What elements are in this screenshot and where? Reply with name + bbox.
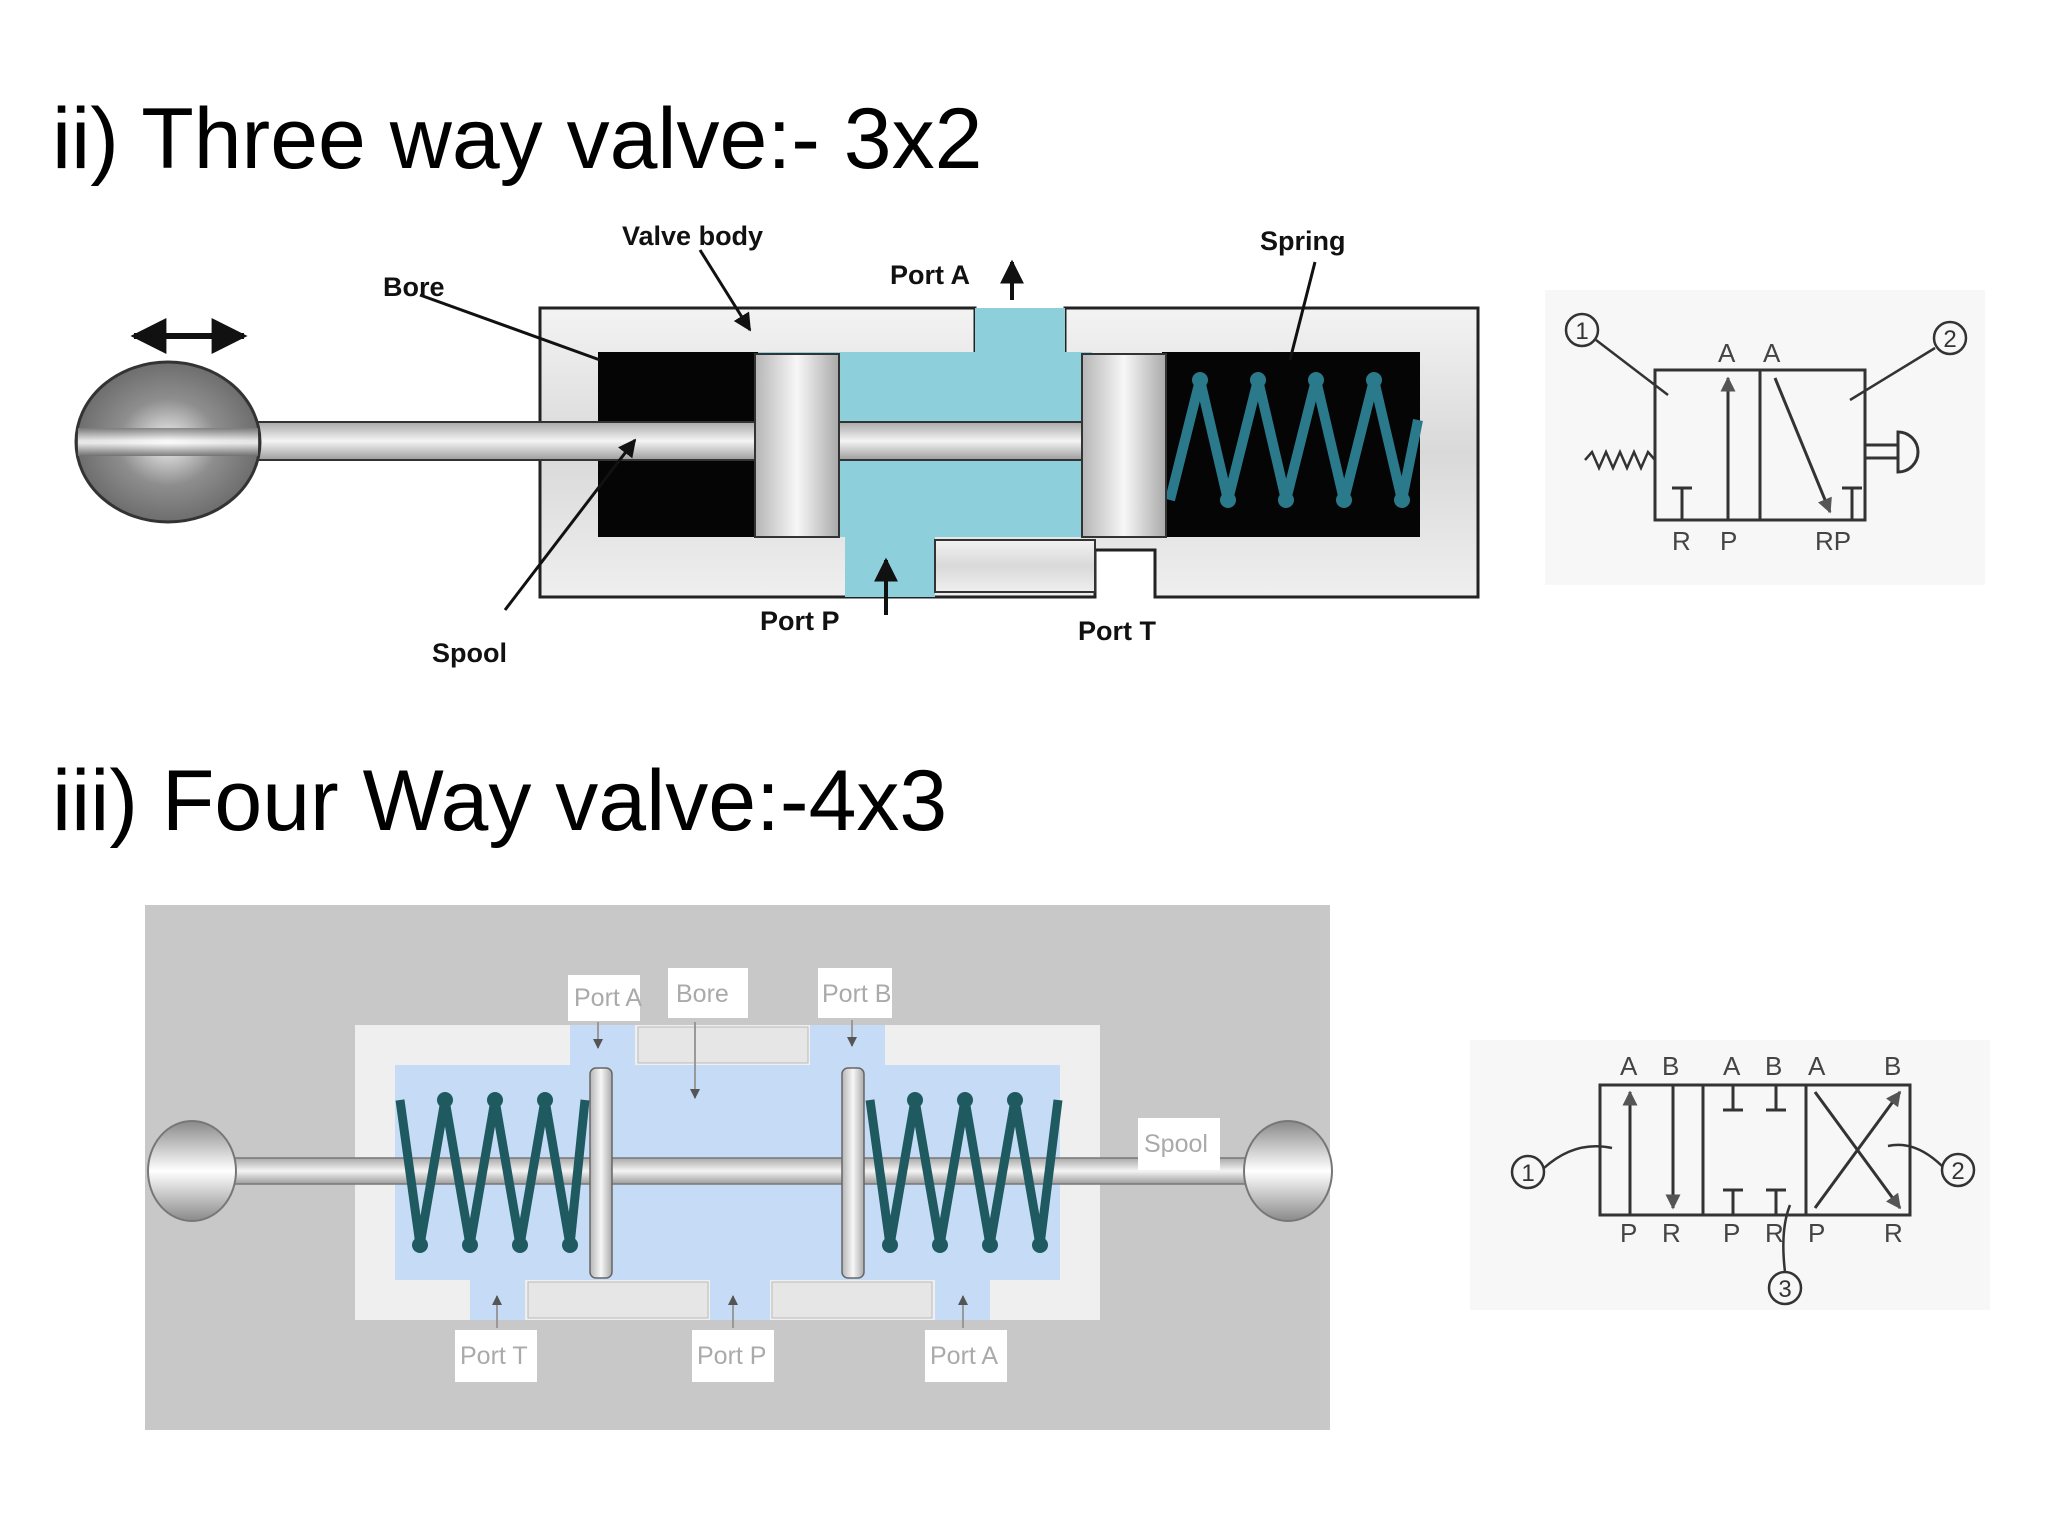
- symbol-number-1: 1: [1575, 318, 1588, 345]
- spring-coil: [1165, 375, 1423, 505]
- symbol-flow-arrow-ap: [1773, 377, 1832, 514]
- four-way-symbol-label-b2: B: [1765, 1051, 1782, 1081]
- symbol-label-a2: A: [1763, 338, 1781, 368]
- four-way-symbol-label-b1: B: [1662, 1051, 1679, 1081]
- four-way-knob-left: [147, 1120, 237, 1222]
- four-way-symbol-label-p2: P: [1723, 1218, 1740, 1248]
- four-way-symbol-box: [1598, 1083, 1912, 1217]
- four-way-symbol-number-1: 1: [1521, 1160, 1534, 1187]
- symbol-circle-1: [1564, 312, 1600, 348]
- symbol-label-p: P: [1720, 526, 1737, 556]
- spool-land-left: [754, 353, 840, 538]
- symbol-spring: [1584, 448, 1656, 472]
- four-way-label-bore: Bore: [676, 980, 729, 1008]
- label-valve-body: Valve body: [622, 221, 763, 251]
- symbol-label-rp: RP: [1815, 526, 1851, 556]
- four-way-symbol-label-p1: P: [1620, 1218, 1637, 1248]
- four-way-valve-symbol: A B A B A B P R P R P R 1 2 3: [1470, 1040, 1990, 1310]
- pointer-spool: [503, 438, 637, 611]
- four-way-symbol-label-r2: R: [1765, 1218, 1784, 1248]
- four-way-symbol-label-a2: A: [1723, 1051, 1741, 1081]
- symbol-label-r: R: [1672, 526, 1691, 556]
- four-way-symbol-label-a1: A: [1620, 1051, 1638, 1081]
- label-port-t: Port T: [1078, 616, 1157, 646]
- four-way-label-port-b: Port B: [822, 980, 891, 1008]
- four-way-spool-rod: [229, 1157, 1271, 1185]
- handle-knob-highlight: [78, 428, 258, 456]
- label-spool: Spool: [432, 638, 507, 668]
- label-bore: Bore: [383, 272, 445, 302]
- four-way-symbol-label-a3: A: [1808, 1051, 1826, 1081]
- port-t-block: [934, 539, 1096, 593]
- four-way-label-port-t: Port T: [460, 1342, 528, 1370]
- label-port-a: Port A: [890, 260, 970, 290]
- four-way-label-port-p: Port P: [697, 1342, 766, 1370]
- heading-three-way-valve: ii) Three way valve:- 3x2: [52, 91, 983, 187]
- pointer-bore: [419, 293, 601, 362]
- four-way-valve-diagram: Port A Bore Port B Spool Port T Port P P…: [145, 905, 1333, 1430]
- heading-four-way-valve: iii) Four Way valve:-4x3: [52, 753, 948, 849]
- three-way-valve-symbol: 1 2 A A R P RP: [1545, 290, 1985, 585]
- spring-coil-ends: [1192, 372, 1410, 508]
- four-way-land-right: [841, 1067, 865, 1279]
- four-way-symbol-label-b3: B: [1884, 1051, 1901, 1081]
- spool-rod: [249, 421, 1151, 461]
- four-way-label-spool: Spool: [1144, 1130, 1208, 1158]
- four-way-symbol-number-2: 2: [1951, 1158, 1964, 1185]
- four-way-symbol-label-p3: P: [1808, 1218, 1825, 1248]
- symbol-push-button: [1896, 430, 1920, 474]
- three-way-valve-diagram: Valve body Bore Port A Spring Spool Port…: [74, 221, 1480, 668]
- four-way-symbol-circle-1: [1510, 1154, 1546, 1190]
- label-port-p: Port P: [760, 606, 840, 636]
- spool-land-right: [1081, 353, 1167, 538]
- four-way-label-port-a-top: Port A: [574, 984, 642, 1012]
- symbol-label-a1: A: [1718, 338, 1736, 368]
- four-way-symbol-circle-2: [1940, 1152, 1976, 1188]
- four-way-symbol-label-r1: R: [1662, 1218, 1681, 1248]
- four-way-label-port-a-bottom: Port A: [930, 1342, 998, 1370]
- symbol-number-2: 2: [1943, 326, 1956, 353]
- four-way-land-left: [589, 1067, 613, 1279]
- four-way-symbol-label-r3: R: [1884, 1218, 1903, 1248]
- symbol-circle-2: [1932, 320, 1968, 356]
- label-spring: Spring: [1260, 226, 1346, 256]
- pointer-spring: [1288, 261, 1317, 361]
- pointer-valve-body: [698, 249, 752, 332]
- four-way-symbol-number-3: 3: [1778, 1276, 1791, 1303]
- four-way-knob-right: [1243, 1120, 1333, 1222]
